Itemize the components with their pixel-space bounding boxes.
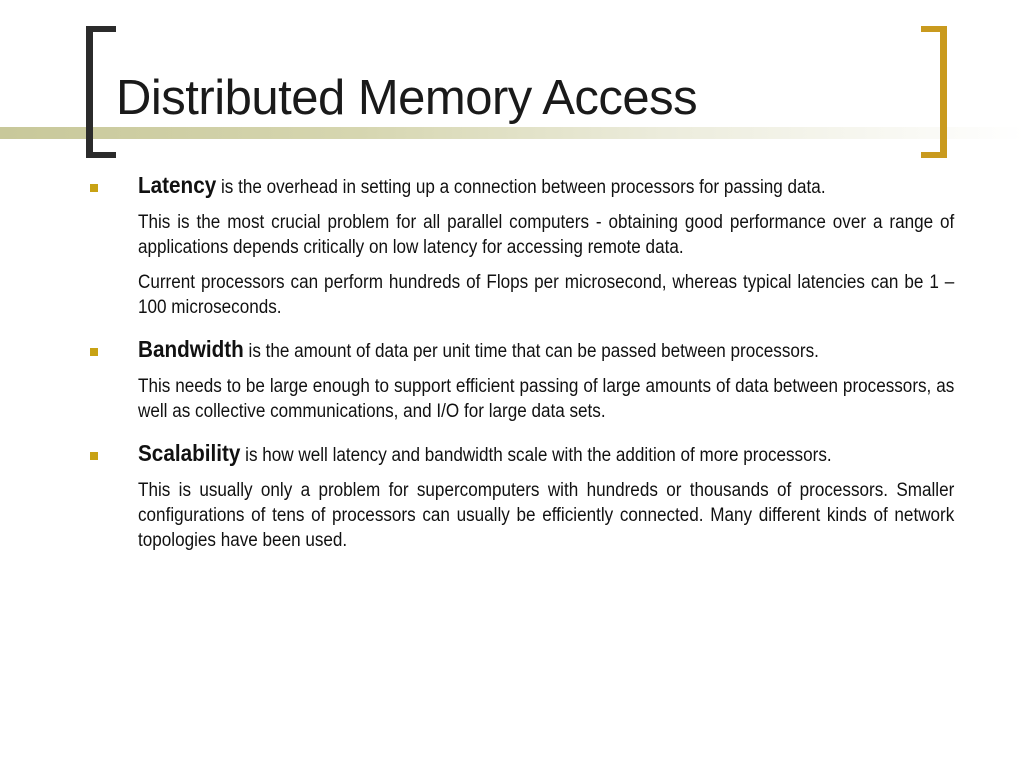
bullet-lead-text: Bandwidth is the amount of data per unit… xyxy=(138,334,954,364)
bullet-detail-paragraph: This is the most crucial problem for all… xyxy=(138,212,955,258)
bullet-lead-text: Latency is the overhead in setting up a … xyxy=(138,170,954,200)
left-bracket-decoration xyxy=(86,26,116,158)
bullet-latency: Latency is the overhead in setting up a … xyxy=(90,170,955,320)
slide-body: Latency is the overhead in setting up a … xyxy=(90,170,955,553)
right-bracket-decoration xyxy=(921,26,947,158)
square-bullet-icon xyxy=(90,184,98,192)
slide-title: Distributed Memory Access xyxy=(116,71,698,125)
bullet-definition: is the overhead in setting up a connecti… xyxy=(216,177,826,198)
square-bullet-icon xyxy=(90,348,98,356)
title-underline-band xyxy=(0,127,1024,139)
square-bullet-icon xyxy=(90,452,98,460)
bullet-scalability: Scalability is how well latency and band… xyxy=(90,438,955,553)
bullet-detail-paragraph: Current processors can perform hundreds … xyxy=(138,272,955,318)
bullet-bandwidth: Bandwidth is the amount of data per unit… xyxy=(90,334,955,424)
bullet-lead-text: Scalability is how well latency and band… xyxy=(138,438,954,468)
bullet-term: Latency xyxy=(138,172,217,198)
bullet-detail-paragraph: This needs to be large enough to support… xyxy=(138,376,955,422)
bullet-definition: is how well latency and bandwidth scale … xyxy=(240,445,832,466)
bullet-definition: is the amount of data per unit time that… xyxy=(243,341,819,362)
bullet-term: Bandwidth xyxy=(138,336,244,362)
bullet-detail-paragraph: This is usually only a problem for super… xyxy=(138,480,955,551)
bullet-term: Scalability xyxy=(138,440,241,466)
